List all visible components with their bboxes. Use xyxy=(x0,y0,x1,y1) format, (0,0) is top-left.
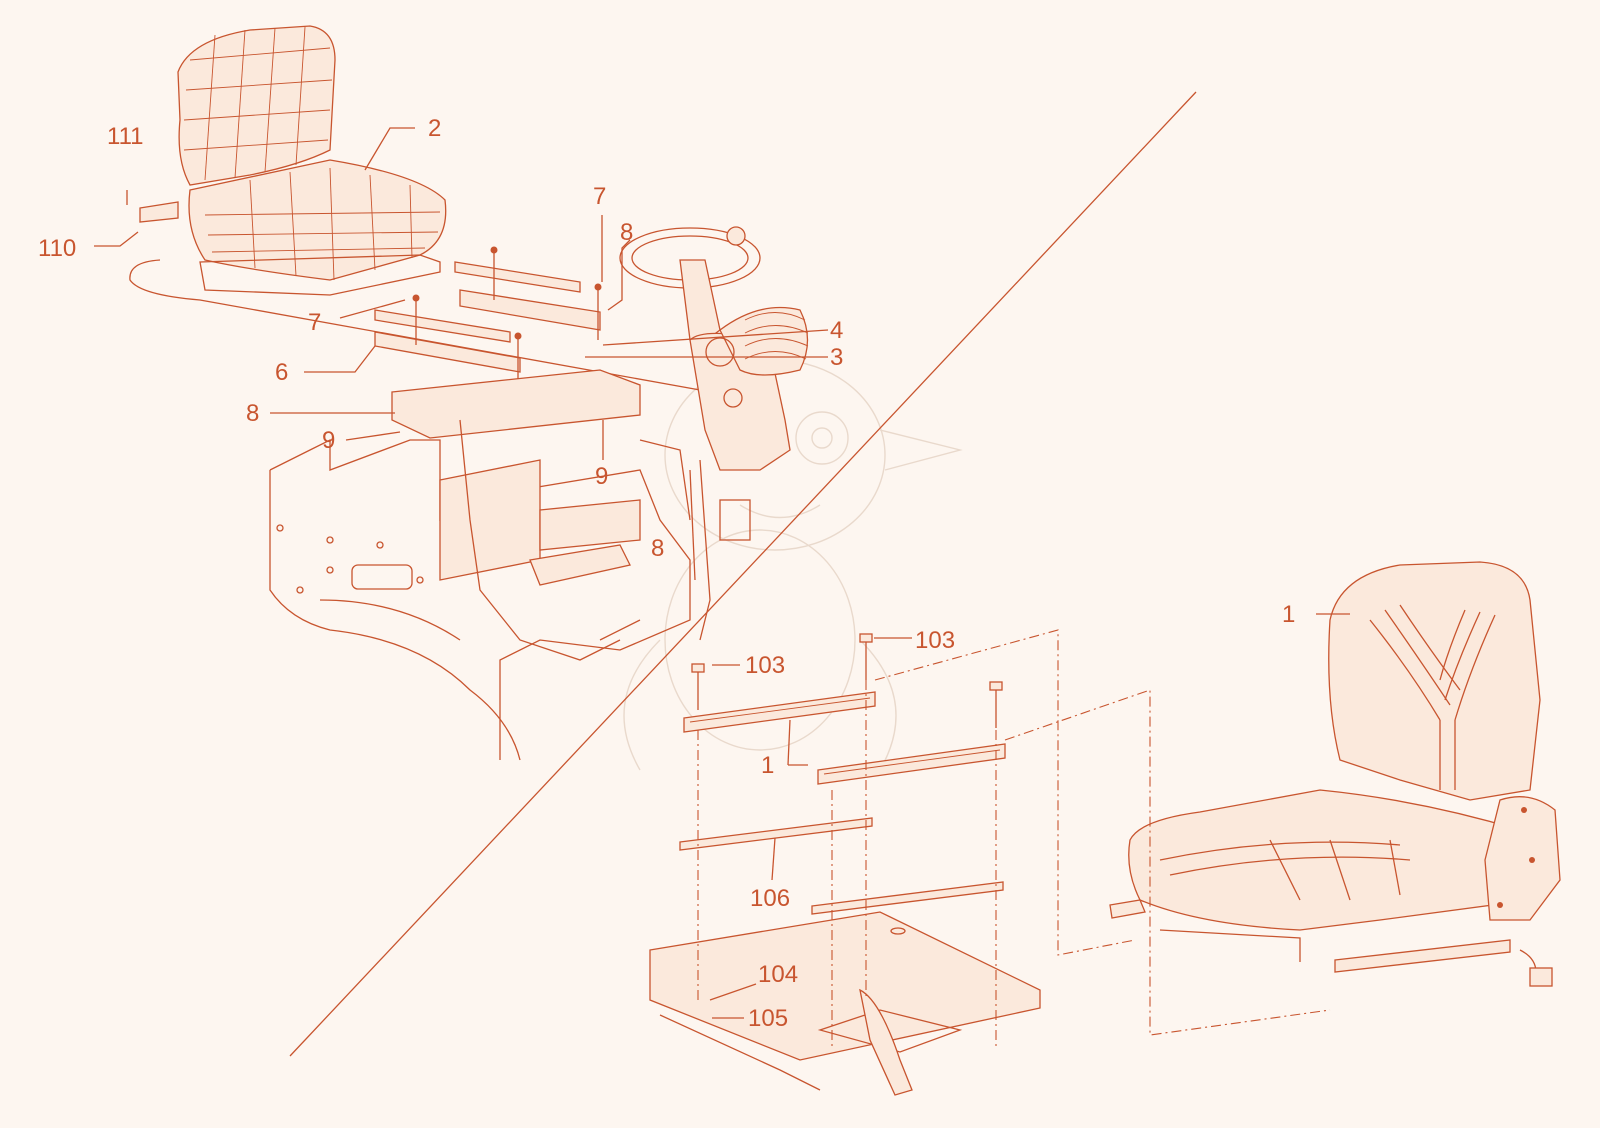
callout-105: 105 xyxy=(748,1005,788,1032)
callout-6: 6 xyxy=(275,359,288,386)
callout-103-left: 103 xyxy=(745,652,785,679)
callout-2: 2 xyxy=(428,115,441,142)
callout-8-upper: 8 xyxy=(620,219,633,246)
callout-103-right: 103 xyxy=(915,627,955,654)
callout-1-rails: 1 xyxy=(761,752,774,779)
callout-110: 110 xyxy=(38,235,76,262)
callout-9-left: 9 xyxy=(322,427,335,454)
callout-106: 106 xyxy=(750,885,790,912)
bottom-seat-assembly xyxy=(649,561,1561,1096)
callout-3: 3 xyxy=(830,344,843,371)
callout-111: 111 xyxy=(107,123,143,150)
separator-line xyxy=(289,91,1197,1057)
callout-8-lower: 8 xyxy=(651,535,664,562)
callout-8-middle: 8 xyxy=(246,400,259,427)
callout-9-right: 9 xyxy=(595,463,608,490)
top-seat-assembly xyxy=(129,25,809,761)
callout-104: 104 xyxy=(758,961,798,988)
callout-4: 4 xyxy=(830,317,843,344)
callout-labels: 111 2 110 7 8 7 4 3 6 8 9 9 8 103 103 1 … xyxy=(38,115,1295,1032)
callout-7-lower: 7 xyxy=(308,309,321,336)
leader-lines xyxy=(94,127,1350,1019)
callout-1-seat: 1 xyxy=(1282,601,1295,628)
callout-7-upper: 7 xyxy=(593,183,606,210)
